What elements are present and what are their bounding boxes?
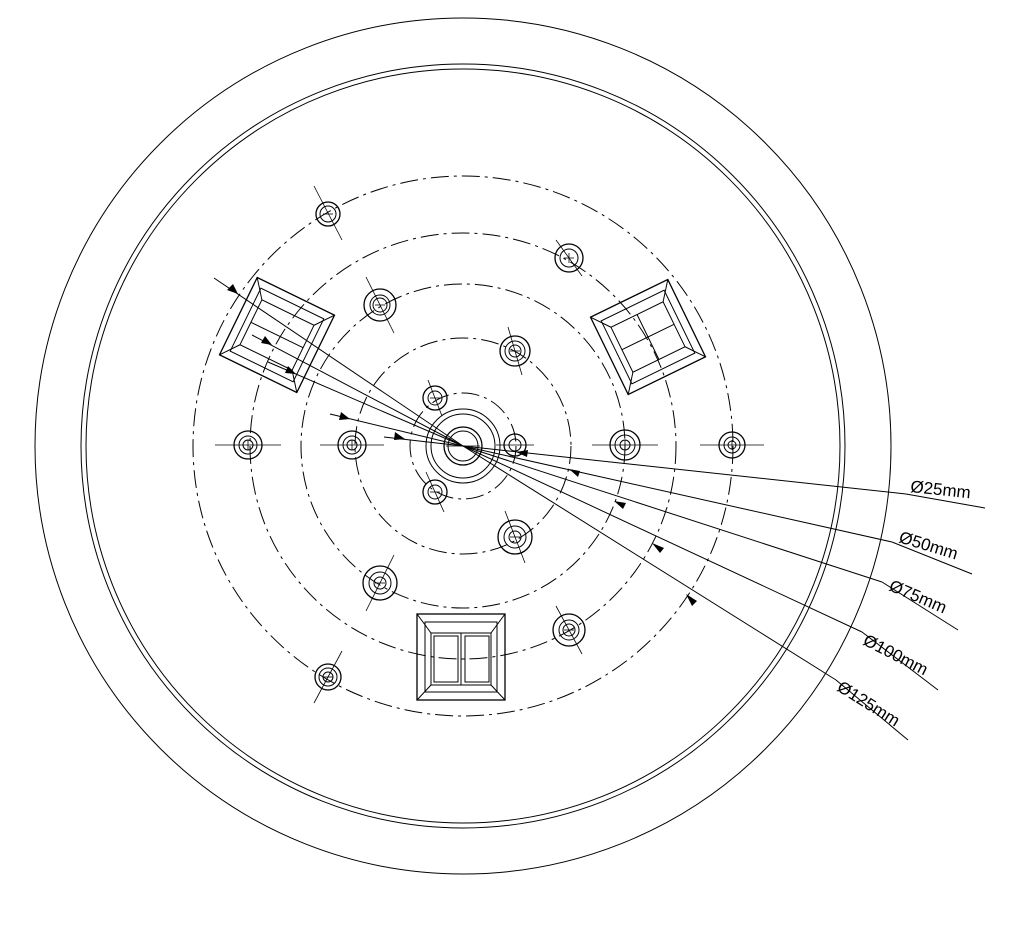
arrowhead	[516, 450, 528, 457]
dimension-label: Ø100mm	[860, 631, 931, 680]
arrowhead	[285, 366, 296, 374]
inner-rim-outer	[80, 63, 846, 829]
dimension-callout: Ø125mm	[462, 445, 909, 741]
leader-line	[462, 445, 907, 495]
mounting-hole	[592, 429, 658, 461]
socket-right	[589, 278, 707, 396]
mounting-hole	[552, 605, 586, 655]
mounting-hole	[363, 276, 397, 334]
arrowhead	[261, 336, 272, 345]
mounting-hole	[499, 326, 531, 376]
bolt-circle-50	[354, 337, 572, 555]
hub-ring-inner	[443, 426, 483, 466]
dimension-callout: Ø50mm	[462, 445, 973, 575]
dimension-underline	[881, 581, 959, 631]
arrowhead	[569, 469, 580, 477]
bolt-circle-100	[249, 232, 677, 660]
mounting-hole	[554, 239, 584, 277]
hub-ring-mid	[430, 413, 496, 479]
dimension-label: Ø25mm	[910, 477, 972, 502]
arrowhead	[614, 501, 626, 509]
hub-ring-outer	[425, 408, 501, 484]
bolt-circle-125	[192, 175, 734, 717]
mounting-hole	[320, 430, 384, 460]
leader-line	[462, 445, 893, 543]
dimension-underline	[835, 679, 909, 741]
mounting-hole	[313, 185, 343, 241]
arrowhead	[652, 543, 664, 553]
mounting-hole	[700, 431, 764, 459]
socket-left	[218, 276, 336, 394]
leader-line	[462, 445, 863, 633]
dimension-underline	[861, 631, 939, 691]
mounting-hole	[215, 430, 281, 460]
outer-rim	[34, 17, 892, 875]
leader-line	[462, 445, 837, 681]
leader-line	[462, 445, 883, 583]
dimension-callout: Ø100mm	[462, 445, 939, 691]
dimension-callout: Ø75mm	[462, 445, 959, 631]
mounting-hole	[497, 510, 533, 564]
mounting-hole	[313, 650, 343, 704]
arrowhead	[339, 412, 350, 420]
bolt-circle-25	[409, 392, 517, 500]
outer-rims	[34, 17, 892, 875]
dimension-label: Ø125mm	[834, 677, 903, 730]
dimension-callouts: Ø25mm Ø50mm Ø75mm Ø100mm Ø125mm	[462, 445, 986, 741]
center-hub	[425, 408, 501, 484]
inner-rim-inner	[85, 68, 841, 824]
arrowhead	[686, 594, 697, 606]
mounting-hole	[362, 554, 398, 612]
dimension-underline	[891, 541, 973, 575]
bolt-circles	[192, 175, 734, 717]
arrowhead	[394, 432, 405, 440]
mounting-holes	[215, 185, 764, 704]
socket-bottom	[416, 613, 506, 701]
dimension-label: Ø75mm	[886, 576, 949, 617]
dimension-underline	[905, 493, 986, 509]
mounting-hole	[422, 379, 448, 417]
left-arrowheads	[227, 284, 405, 440]
dimension-label: Ø50mm	[897, 528, 960, 564]
left-leaders	[213, 277, 464, 447]
arrowhead	[227, 284, 238, 294]
mounting-hole	[422, 471, 448, 513]
mounting-hole	[496, 433, 534, 457]
